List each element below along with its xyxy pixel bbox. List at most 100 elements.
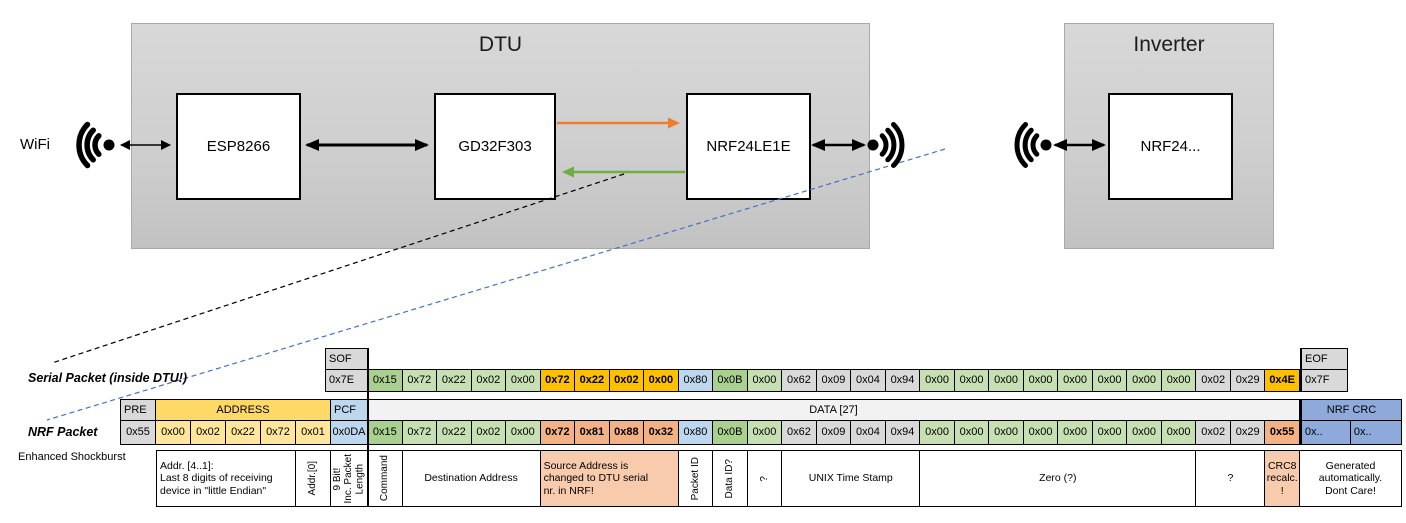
nrf-byte-cell: 0x09 — [816, 420, 852, 445]
serial-byte-cell: 0x09 — [816, 369, 852, 392]
esp8266-box: ESP8266 — [176, 93, 301, 200]
nrf-byte-cell: 0x00 — [954, 420, 990, 445]
data-section-divider — [366, 348, 369, 507]
serial-byte-cell: 0x00 — [1161, 369, 1197, 392]
note-data-id: Data ID? — [713, 450, 748, 507]
nrf-crc-header-cell: NRF CRC — [1300, 399, 1402, 421]
note-destination-address: Destination Address — [402, 450, 541, 507]
serial-link-dashed-line — [51, 173, 625, 364]
nrf-byte-cell: 0x62 — [782, 420, 817, 445]
inverter-nrf24-box: NRF24... — [1108, 93, 1233, 200]
note-nrf-crc-generated: Generated automatically. Dont Care! — [1300, 450, 1402, 507]
nrf-byte-cell: 0x32 — [644, 420, 679, 445]
note-addr0: Addr.[0] — [296, 450, 331, 507]
nrf-byte-cell: 0x55 — [1265, 420, 1300, 445]
enhanced-shockburst-label: Enhanced Shockburst — [18, 451, 126, 463]
serial-byte-cell: 0x62 — [782, 369, 817, 392]
nrf-byte-cell: 0x00 — [920, 420, 955, 445]
serial-byte-cell: 0x00 — [747, 369, 783, 392]
nrf-byte-cell: 0x00 — [989, 420, 1024, 445]
serial-byte-cell: 0x02 — [609, 369, 645, 392]
serial-byte-cell: 0x4E — [1265, 369, 1300, 392]
serial-byte-cell: 0x72 — [402, 369, 438, 392]
serial-byte-cell: 0x00 — [1092, 369, 1128, 392]
nrf-byte-cell: 0x72 — [540, 420, 576, 445]
gd32f303-box: GD32F303 — [434, 93, 556, 200]
nrf-byte-cell: 0x80 — [678, 420, 714, 445]
nrf-crc-value-cell: 0x.. — [1299, 420, 1351, 445]
note-unix-timestamp: UNIX Time Stamp — [782, 450, 921, 507]
nrf-byte-cell: 0x00 — [747, 420, 783, 445]
serial-byte-cell: 0x15 — [368, 369, 403, 392]
note-pcf-9bit: 9 Bit! Inc. Packet Length — [331, 450, 368, 507]
nrf-packet-label: NRF Packet — [28, 425, 98, 439]
nrf-byte-cell: 0x00 — [1023, 420, 1059, 445]
note-packet-id: Packet ID — [678, 450, 714, 507]
serial-byte-cell: 0x0B — [713, 369, 748, 392]
serial-byte-cell: 0x22 — [575, 369, 610, 392]
nrf-crc-value-cell: 0x.. — [1350, 420, 1402, 445]
note-command: Command — [368, 450, 403, 507]
serial-byte-cell: 0x00 — [644, 369, 679, 392]
serial-byte-cell: 0x00 — [1127, 369, 1162, 392]
serial-byte-cell: 0x02 — [1196, 369, 1231, 392]
nrf-byte-cell: 0x29 — [1230, 420, 1266, 445]
nrf-byte-cell: 0x72 — [402, 420, 438, 445]
nrf-byte-cell: 0x22 — [437, 420, 472, 445]
sof-header-cell: SOF — [325, 348, 368, 370]
serial-byte-cell: 0x02 — [471, 369, 507, 392]
data-header-cell: DATA [27] — [368, 399, 1300, 421]
address-byte-cell: 0x02 — [191, 420, 226, 445]
address-header-cell: ADDRESS — [156, 399, 331, 421]
note-unknown-2: ? — [1196, 450, 1266, 507]
serial-byte-cell: 0x00 — [989, 369, 1024, 392]
address-byte-cell: 0x01 — [296, 420, 331, 445]
pcf-header-cell: PCF — [331, 399, 368, 421]
note-crc8-recalc: CRC8 recalc. ! — [1265, 450, 1300, 507]
serial-byte-cell: 0x00 — [506, 369, 541, 392]
serial-byte-cell: 0x00 — [1058, 369, 1093, 392]
note-addr-receiving: Addr. [4..1]: Last 8 digits of receiving… — [156, 450, 296, 507]
wifi-label: WiFi — [20, 136, 50, 153]
eof-header-cell: EOF — [1300, 348, 1348, 370]
serial-byte-cell: 0x22 — [437, 369, 472, 392]
wifi-signal-icon-left — [76, 121, 115, 169]
nrf-byte-cell: 0x94 — [885, 420, 921, 445]
pcf-value-cell: 0x0DA — [331, 420, 368, 445]
address-byte-cell: 0x72 — [261, 420, 296, 445]
serial-byte-cell: 0x00 — [1023, 369, 1059, 392]
sof-value-cell: 0x7E — [325, 369, 368, 392]
nrf-byte-cell: 0x0B — [713, 420, 748, 445]
dtu-title: DTU — [478, 33, 523, 56]
nrf-byte-cell: 0x81 — [575, 420, 610, 445]
serial-byte-cell: 0x94 — [885, 369, 921, 392]
serial-byte-cell: 0x72 — [540, 369, 576, 392]
serial-byte-cell: 0x04 — [851, 369, 886, 392]
nrf-byte-cell: 0x15 — [368, 420, 403, 445]
serial-byte-cell: 0x00 — [920, 369, 955, 392]
inverter-container: Inverter — [1064, 23, 1274, 249]
nrf-byte-cell: 0x02 — [1196, 420, 1231, 445]
pre-value-cell: 0x55 — [120, 420, 156, 445]
serial-packet-label: Serial Packet (inside DTU!) — [28, 371, 188, 385]
nrf-byte-cell: 0x02 — [471, 420, 507, 445]
nrf-byte-cell: 0x00 — [506, 420, 541, 445]
note-unknown-1: ? — [747, 450, 783, 507]
serial-byte-cell: 0x80 — [678, 369, 714, 392]
nrf24le1e-box: NRF24LE1E — [686, 93, 811, 200]
inverter-title: Inverter — [1133, 33, 1205, 56]
wifi-signal-icon-dtu-radio — [867, 122, 905, 168]
serial-byte-cell: 0x00 — [954, 369, 990, 392]
nrf-link-dashed-line — [46, 148, 946, 421]
note-zero: Zero (?) — [920, 450, 1197, 507]
nrf-byte-cell: 0x04 — [851, 420, 886, 445]
nrf-byte-cell: 0x00 — [1127, 420, 1162, 445]
nrf-byte-cell: 0x00 — [1092, 420, 1128, 445]
serial-byte-cell: 0x29 — [1230, 369, 1266, 392]
nrf-byte-cell: 0x88 — [609, 420, 645, 445]
